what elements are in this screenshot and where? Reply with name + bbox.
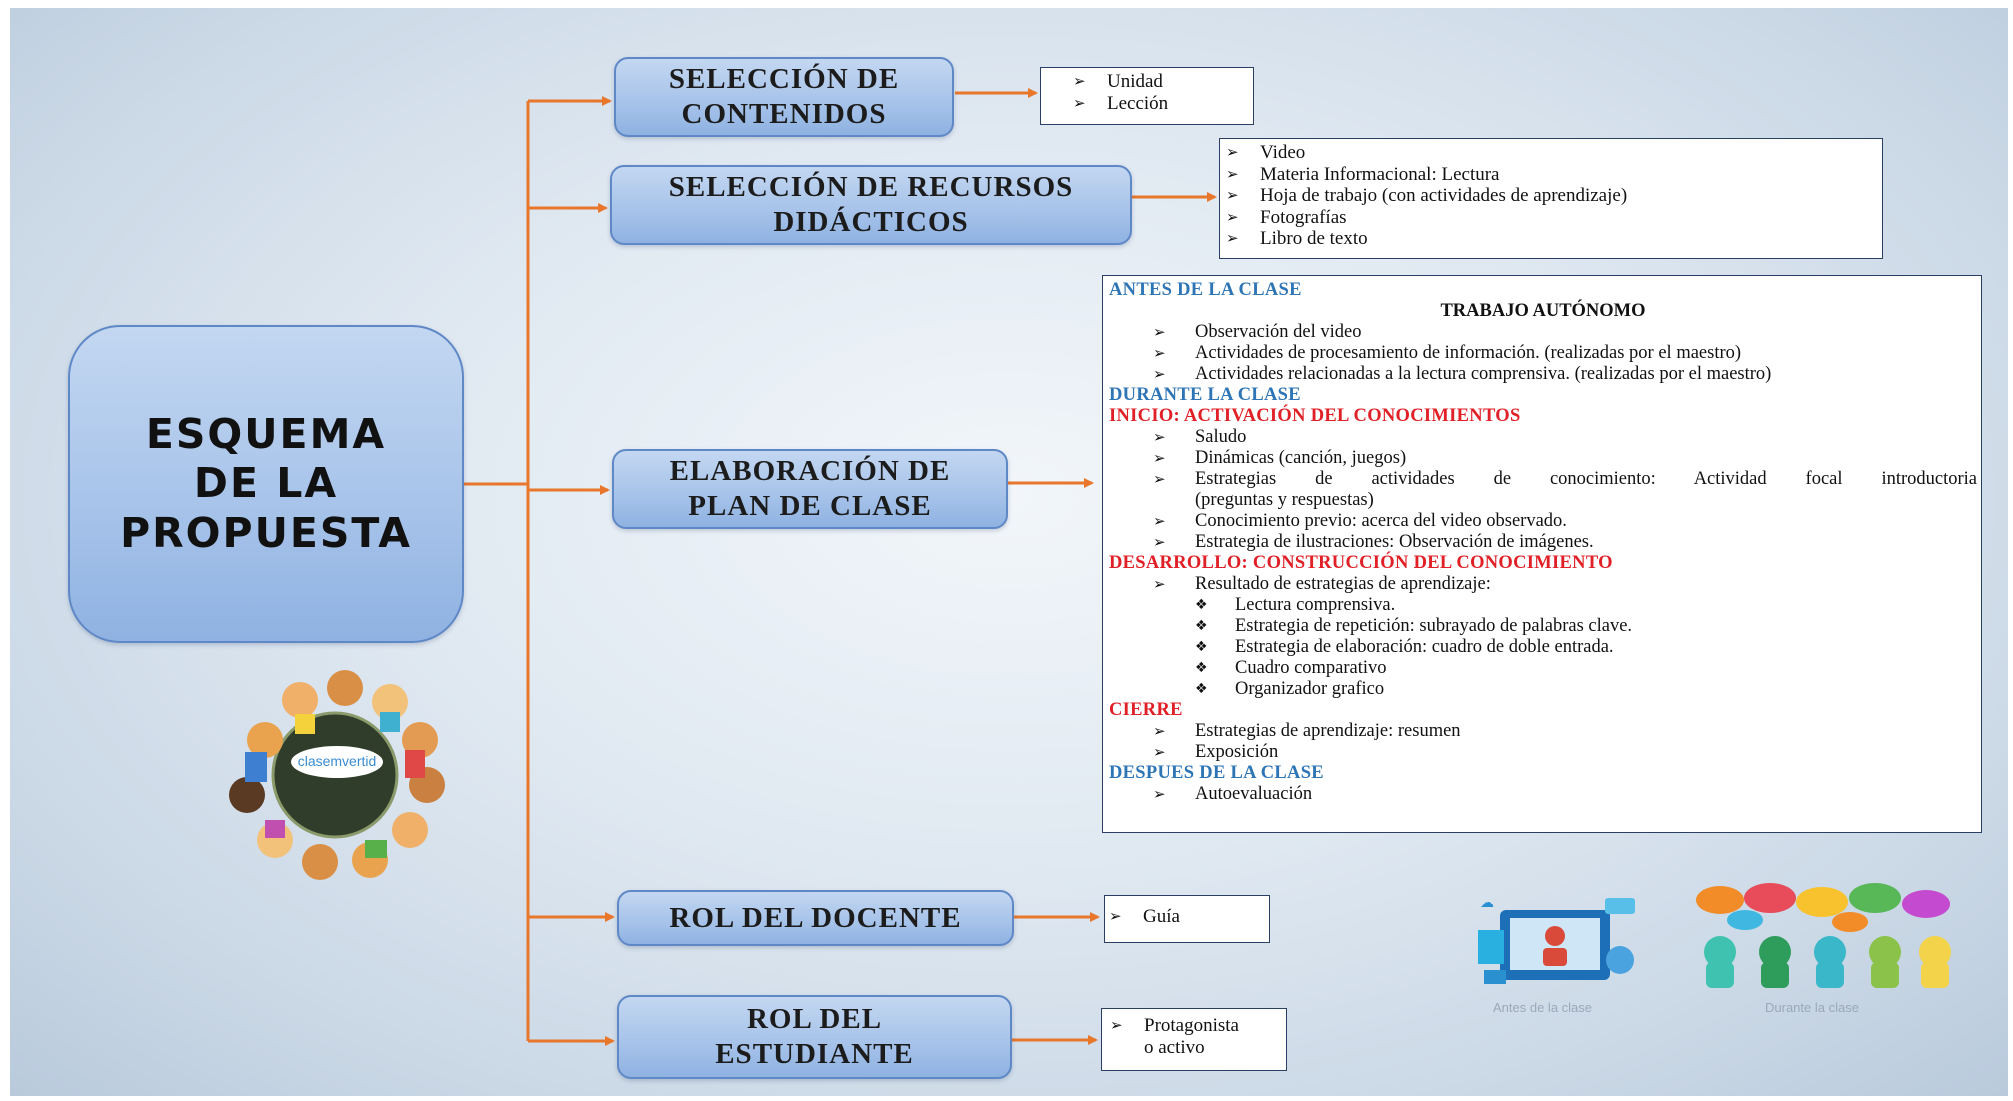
- plan-item: Estrategias de aprendizaje: resumen: [1109, 721, 1977, 742]
- heading-inicio: INICIO: ACTIVACIÓN DEL CONOCIMIENTOS: [1109, 406, 1521, 426]
- antes-de-la-clase-illustration: ☁: [1478, 895, 1635, 984]
- detail-item: Fotografías: [1222, 207, 1882, 229]
- plan-item: Conocimiento previo: acerca del video ob…: [1109, 511, 1977, 532]
- heading-durante: DURANTE LA CLASE: [1109, 385, 1301, 405]
- plan-subitem: Estrategia de repetición: subrayado de p…: [1109, 616, 1977, 637]
- root-line-2: DE LA: [193, 459, 339, 508]
- root-node-esquema: ESQUEMA DE LA PROPUESTA: [68, 325, 464, 643]
- heading-cierre: CIERRE: [1109, 700, 1183, 720]
- plan-item: Estrategia de ilustraciones: Observación…: [1109, 532, 1977, 553]
- detail-item: Libro de texto: [1222, 228, 1882, 250]
- plan-item: Dinámicas (canción, juegos): [1109, 448, 1977, 469]
- plan-item: Resultado de estrategias de aprendizaje:: [1109, 574, 1977, 595]
- plan-item: Actividades relacionadas a la lectura co…: [1109, 364, 1977, 385]
- detail-item: Unidad: [1069, 71, 1253, 93]
- node-line: ROL DEL: [746, 1003, 883, 1036]
- detail-item: Protagonista: [1106, 1015, 1286, 1037]
- plan-item: Actividades de procesamiento de informac…: [1109, 343, 1977, 364]
- node-rol-docente: ROL DEL DOCENTE: [617, 890, 1014, 946]
- plan-item: Saludo: [1109, 427, 1977, 448]
- detail-item: Materia Informacional: Lectura: [1222, 164, 1882, 186]
- children-circle-illustration: clasemvertid: [229, 670, 445, 880]
- node-line: DIDÁCTICOS: [773, 206, 969, 238]
- detail-box-contenidos: Unidad Lección: [1040, 67, 1254, 125]
- root-line-3: PROPUESTA: [120, 508, 412, 557]
- plan-item-continuation: (preguntas y respuestas): [1195, 490, 1374, 510]
- detail-item: Lección: [1069, 93, 1253, 115]
- node-line: SELECCIÓN DE RECURSOS: [668, 171, 1074, 204]
- node-seleccion-recursos: SELECCIÓN DE RECURSOS DIDÁCTICOS: [610, 165, 1132, 245]
- node-rol-estudiante: ROL DEL ESTUDIANTE: [617, 995, 1012, 1079]
- durante-la-clase-illustration: [1696, 883, 1951, 988]
- node-line: SELECCIÓN DE: [668, 63, 900, 96]
- node-line: ELABORACIÓN DE: [669, 455, 951, 488]
- node-line: CONTENIDOS: [681, 98, 887, 130]
- node-line: ROL DEL DOCENTE: [669, 901, 962, 934]
- heading-desarrollo: DESARROLLO: CONSTRUCCIÓN DEL CONOCIMIENT…: [1109, 553, 1613, 573]
- node-line: PLAN DE CLASE: [688, 490, 932, 522]
- plan-subitem: Cuadro comparativo: [1109, 658, 1977, 679]
- caption-antes: Antes de la clase: [1493, 1000, 1593, 1015]
- plan-item: Exposición: [1109, 742, 1977, 763]
- root-line-1: ESQUEMA: [145, 410, 387, 459]
- caption-durante: Durante la clase: [1765, 1000, 1859, 1015]
- heading-antes: ANTES DE LA CLASE: [1109, 280, 1302, 300]
- plan-item: Autoevaluación: [1109, 784, 1977, 805]
- detail-box-plan-de-clase: ANTES DE LA CLASE TRABAJO AUTÓNOMO Obser…: [1102, 275, 1982, 833]
- detail-item: Hoja de trabajo (con actividades de apre…: [1222, 185, 1882, 207]
- detail-item-continuation: o activo: [1144, 1036, 1205, 1058]
- plan-item: Estrategias de actividades de conocimien…: [1109, 469, 1977, 490]
- node-seleccion-contenidos: SELECCIÓN DE CONTENIDOS: [614, 57, 954, 137]
- detail-box-docente: Guía: [1104, 895, 1270, 943]
- detail-item: Video: [1222, 142, 1882, 164]
- detail-box-estudiante: Protagonista o activo: [1101, 1008, 1287, 1071]
- node-line: ESTUDIANTE: [715, 1038, 914, 1070]
- svg-text:☁: ☁: [1480, 895, 1494, 911]
- plan-subitem: Organizador grafico: [1109, 679, 1977, 700]
- children-ring: [229, 670, 445, 880]
- plan-subitem: Estrategia de elaboración: cuadro de dob…: [1109, 637, 1977, 658]
- heading-despues: DESPUES DE LA CLASE: [1109, 763, 1324, 783]
- detail-box-recursos: Video Materia Informacional: Lectura Hoj…: [1219, 138, 1883, 259]
- logo-text: clasemvertid: [298, 753, 377, 769]
- logo-cloud: [291, 746, 383, 778]
- node-elaboracion-plan: ELABORACIÓN DE PLAN DE CLASE: [612, 449, 1008, 529]
- plan-item: Observación del video: [1109, 322, 1977, 343]
- plan-subitem: Lectura comprensiva.: [1109, 595, 1977, 616]
- detail-item: Guía: [1105, 906, 1269, 928]
- heading-trabajo-autonomo: TRABAJO AUTÓNOMO: [1440, 301, 1646, 321]
